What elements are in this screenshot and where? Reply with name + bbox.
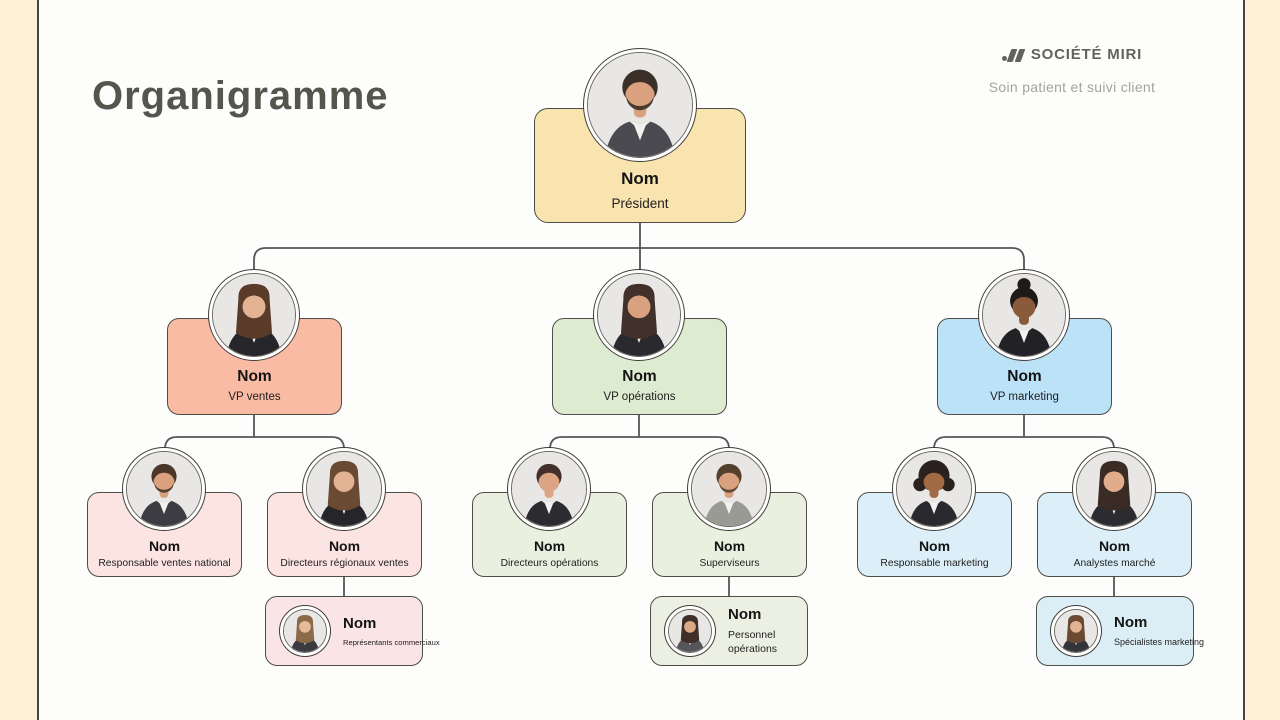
avatar-representants-commerciaux xyxy=(279,605,331,657)
person-role: Responsable marketing xyxy=(880,558,989,569)
person-role: VP marketing xyxy=(990,391,1059,403)
org-card-vp-marketing[interactable]: Nom VP marketing xyxy=(937,318,1112,415)
org-card-vp-operations[interactable]: Nom VP opérations xyxy=(552,318,727,415)
person-name: Nom xyxy=(728,606,762,624)
person-role: Représentants commerciaux xyxy=(343,637,440,647)
person-role: Personnel opérations xyxy=(728,629,778,655)
person-name: Nom xyxy=(918,538,951,554)
person-role: Spécialistes marketing xyxy=(1114,636,1205,647)
person-role: VP ventes xyxy=(228,391,281,403)
person-name: Nom xyxy=(148,538,181,554)
brand-name: SOCIÉTÉ MIRI xyxy=(1030,46,1143,63)
person-role: VP opérations xyxy=(603,391,676,403)
brand-tagline: Soin patient et suivi client xyxy=(988,79,1156,95)
person-name: Nom xyxy=(1114,613,1148,631)
brand-block: SOCIÉTÉ MIRI Soin patient et suivi clien… xyxy=(942,46,1202,95)
org-card-vp-ventes[interactable]: Nom VP ventes xyxy=(167,318,342,415)
person-name: Nom xyxy=(533,538,566,554)
person-role: Superviseurs xyxy=(699,558,760,569)
person-name: Nom xyxy=(621,169,659,188)
avatar-specialistes-marketing xyxy=(1050,605,1102,657)
avatar-personnel-operations xyxy=(664,605,716,657)
person-role: Directeurs opérations xyxy=(500,558,599,569)
person-role: Directeurs régionaux ventes xyxy=(280,558,409,569)
person-name: Nom xyxy=(1007,368,1042,385)
person-name: Nom xyxy=(622,368,657,385)
person-name: Nom xyxy=(343,614,377,632)
dot-double-slash-icon xyxy=(1001,48,1026,62)
person-name: Nom xyxy=(713,538,746,554)
person-role: Analystes marché xyxy=(1073,558,1156,569)
person-name: Nom xyxy=(328,538,361,554)
person-name: Nom xyxy=(237,368,272,385)
person-role: Responsable ventes national xyxy=(98,558,231,569)
person-name: Nom xyxy=(1098,538,1131,554)
page-title: Organigramme xyxy=(92,74,389,118)
person-role: Président xyxy=(611,196,669,211)
